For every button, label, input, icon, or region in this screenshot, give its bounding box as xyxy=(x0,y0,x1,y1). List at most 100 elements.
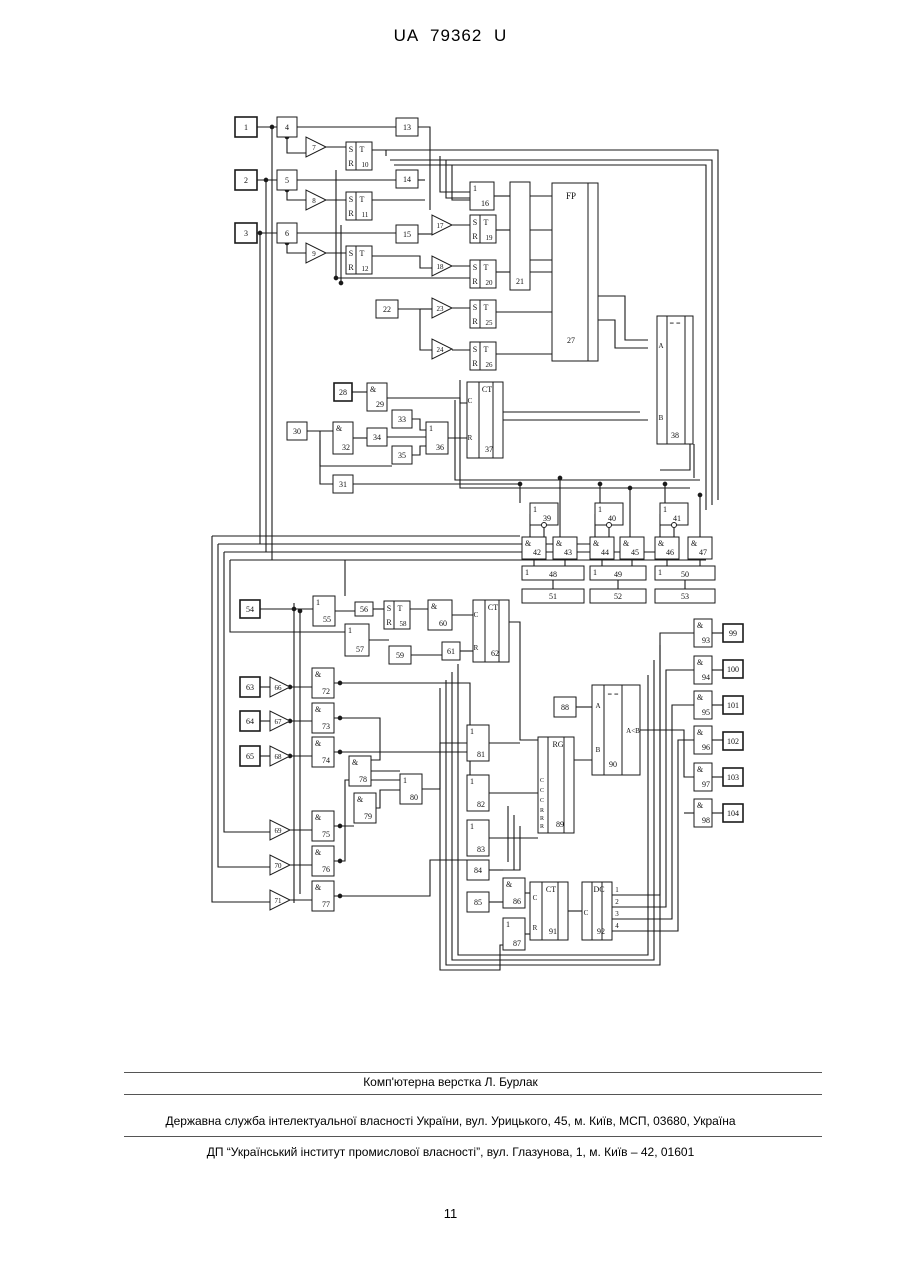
svg-text:61: 61 xyxy=(447,647,455,656)
svg-text:5: 5 xyxy=(285,176,289,185)
block-87: 1 87 xyxy=(503,918,525,950)
svg-text:1: 1 xyxy=(470,727,474,736)
block-51: 51 xyxy=(522,589,584,603)
svg-text:1: 1 xyxy=(403,776,407,785)
svg-text:1: 1 xyxy=(473,184,477,193)
block-102: 102 xyxy=(723,732,743,750)
block-101: 101 xyxy=(723,696,743,714)
block-63: 63 xyxy=(240,677,260,697)
wire-46 xyxy=(598,320,648,348)
svg-text:76: 76 xyxy=(322,865,330,874)
junction-dot-24 xyxy=(338,859,342,863)
amplifier-70: 70 xyxy=(270,855,290,875)
svg-text:C: C xyxy=(540,778,544,784)
svg-text:S: S xyxy=(473,345,477,354)
svg-text:S: S xyxy=(349,249,353,258)
svg-text:31: 31 xyxy=(339,480,347,489)
svg-text:58: 58 xyxy=(400,620,408,628)
svg-text:89: 89 xyxy=(556,820,564,829)
block-35: 35 xyxy=(392,446,412,464)
svg-text:84: 84 xyxy=(474,866,482,875)
amplifier-8: 8 xyxy=(306,190,326,210)
pin-90-a: A xyxy=(595,702,600,710)
svg-text:34: 34 xyxy=(373,433,381,442)
svg-text:102: 102 xyxy=(727,737,739,746)
svg-text:7: 7 xyxy=(312,144,316,152)
svg-text:= =: = = xyxy=(607,690,619,699)
block-40: 140 xyxy=(595,503,623,525)
svg-text:S: S xyxy=(349,195,353,204)
svg-text:1: 1 xyxy=(506,920,510,929)
svg-text:50: 50 xyxy=(681,570,689,579)
svg-text:&: & xyxy=(525,539,532,548)
block-86: &86 xyxy=(503,878,525,908)
block-82: 1 82 xyxy=(467,775,489,811)
pin-89-r1: R xyxy=(540,808,544,814)
svg-text:66: 66 xyxy=(275,684,283,692)
wire-54 xyxy=(412,446,426,455)
block-72: &72 xyxy=(312,668,334,698)
block-22: 22 xyxy=(376,300,398,318)
block-77: &77 xyxy=(312,881,334,911)
svg-text:1: 1 xyxy=(348,626,352,635)
trigger-11: SRT11 xyxy=(346,192,372,220)
svg-text:CT: CT xyxy=(482,385,492,394)
svg-text:35: 35 xyxy=(398,451,406,460)
wire-27 xyxy=(440,156,470,192)
svg-text:&: & xyxy=(697,801,704,810)
svg-text:18: 18 xyxy=(437,263,445,271)
block-43: &43 xyxy=(553,537,577,559)
svg-text:R: R xyxy=(540,808,544,814)
block-84: 84 xyxy=(467,860,489,880)
svg-text:40: 40 xyxy=(608,514,616,523)
pin-37-c: C xyxy=(468,397,473,405)
footer-rule-top xyxy=(124,1072,822,1073)
svg-text:46: 46 xyxy=(666,548,674,557)
office-address: Державна служба інтелектуальної власност… xyxy=(0,1114,901,1128)
svg-text:64: 64 xyxy=(246,717,254,726)
junction-dot-1 xyxy=(270,125,274,129)
block-85: 85 xyxy=(467,892,489,912)
svg-text:3: 3 xyxy=(244,229,248,238)
svg-text:R: R xyxy=(472,232,478,241)
pin-89-r3: R xyxy=(540,824,544,830)
block-3: 3 xyxy=(235,223,257,243)
block-37: CT37 xyxy=(467,382,503,458)
svg-text:1: 1 xyxy=(470,777,474,786)
svg-text:&: & xyxy=(315,739,322,748)
junction-dot-25 xyxy=(338,894,342,898)
svg-text:C: C xyxy=(540,788,544,794)
svg-text:96: 96 xyxy=(702,743,710,752)
svg-text:95: 95 xyxy=(702,708,710,717)
block-48: 148 xyxy=(522,566,584,580)
svg-text:T: T xyxy=(360,249,365,258)
svg-text:59: 59 xyxy=(396,651,404,660)
svg-text:93: 93 xyxy=(702,636,710,645)
invert-bubble-2 xyxy=(607,523,612,528)
block-29: &29 xyxy=(367,383,387,411)
svg-text:CT: CT xyxy=(488,603,498,612)
svg-text:82: 82 xyxy=(477,800,485,809)
svg-text:17: 17 xyxy=(437,222,445,230)
block-97: &97 xyxy=(694,763,712,791)
svg-text:79: 79 xyxy=(364,812,372,821)
svg-text:87: 87 xyxy=(513,939,521,948)
pin-92-out-1: 1 xyxy=(615,886,619,894)
svg-text:83: 83 xyxy=(477,845,485,854)
svg-text:S: S xyxy=(473,303,477,312)
svg-text:R: R xyxy=(540,816,544,822)
block-98: &98 xyxy=(694,799,712,827)
svg-text:&: & xyxy=(357,795,364,804)
block-64: 64 xyxy=(240,711,260,731)
svg-text:R: R xyxy=(472,317,478,326)
svg-text:94: 94 xyxy=(702,673,710,682)
svg-text:&: & xyxy=(697,621,704,630)
svg-text:63: 63 xyxy=(246,683,254,692)
block-95: &95 xyxy=(694,691,712,719)
block-16: 116 xyxy=(470,182,494,210)
amplifier-17: 17 xyxy=(432,215,452,235)
svg-text:1: 1 xyxy=(533,505,537,514)
svg-text:73: 73 xyxy=(322,722,330,731)
svg-text:23: 23 xyxy=(437,305,445,313)
svg-text:52: 52 xyxy=(614,592,622,601)
